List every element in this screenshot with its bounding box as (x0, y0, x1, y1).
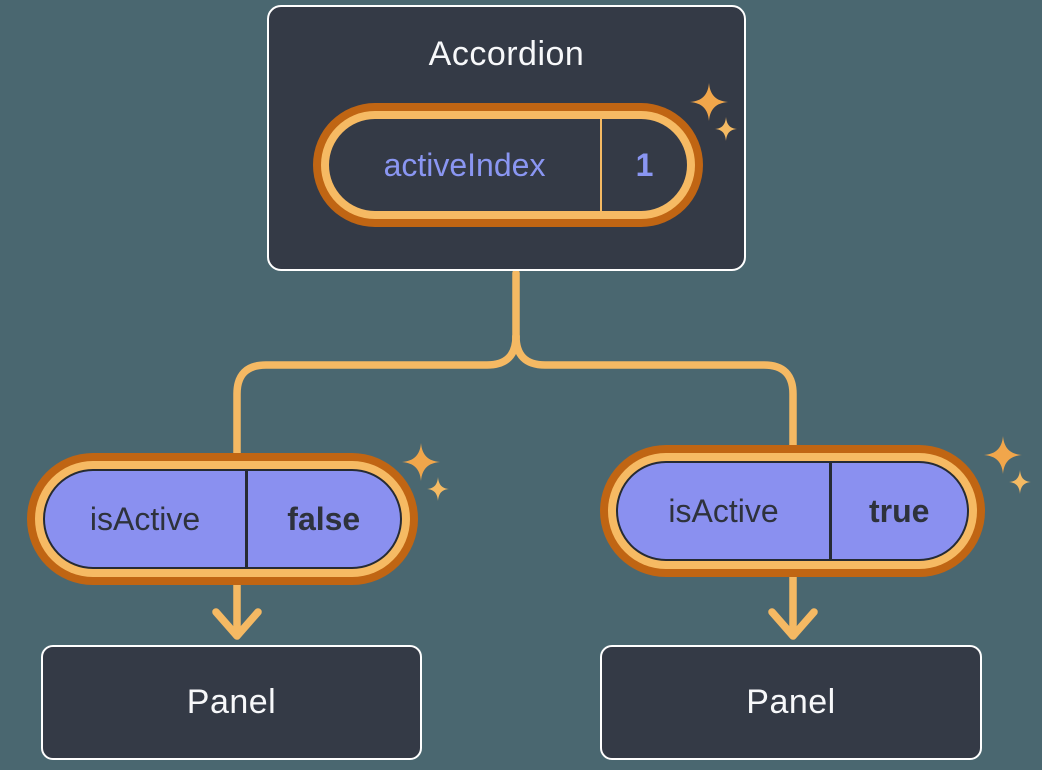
state-pill-core: activeIndex 1 (329, 119, 687, 211)
prop-pill-right-value: true (869, 492, 930, 529)
panel-left-label: Panel (186, 683, 277, 721)
connector-branch-left (233, 332, 520, 462)
prop-pill-right: isActive true (600, 445, 985, 577)
prop-pill-left-label: isActive (89, 500, 201, 537)
prop-pill-right-divider (829, 463, 832, 559)
panel-left-box: Panel (41, 645, 422, 760)
state-pill-value-section: 1 (602, 119, 687, 211)
prop-pill-left-value-section: false (248, 471, 401, 567)
state-pill-label-section: activeIndex (329, 119, 600, 211)
prop-pill-right-ring: isActive true (608, 453, 977, 569)
panel-right-box: Panel (600, 645, 982, 760)
arrow-left-head (212, 608, 262, 640)
prop-pill-right-core: isActive true (616, 461, 969, 561)
arrow-right-head (768, 608, 818, 640)
state-pill: activeIndex 1 (313, 103, 703, 227)
state-pill-ring: activeIndex 1 (321, 111, 695, 219)
state-pill-value: 1 (635, 146, 654, 183)
prop-pill-right-value-section: true (832, 463, 968, 559)
sparkle-big-star (984, 436, 1022, 474)
accordion-title: Accordion (428, 35, 585, 73)
prop-pill-left-label-section: isActive (45, 471, 245, 567)
prop-pill-left-core: isActive false (43, 469, 402, 569)
sparkle-big-star (402, 443, 440, 481)
prop-pill-left-value: false (287, 500, 361, 537)
prop-pill-left: isActive false (27, 453, 418, 585)
connector-branch-right (512, 332, 797, 454)
sparkle-small-star (1009, 470, 1031, 494)
state-pill-divider (600, 119, 602, 211)
prop-pill-right-label: isActive (668, 492, 779, 529)
sparkle-small-star (427, 477, 449, 501)
prop-pill-right-label-section: isActive (618, 463, 829, 559)
panel-right-label: Panel (746, 683, 836, 721)
prop-pill-left-ring: isActive false (35, 461, 410, 577)
state-pill-label: activeIndex (383, 146, 546, 183)
sparkle-icon (984, 436, 1031, 494)
prop-pill-left-divider (245, 471, 248, 567)
